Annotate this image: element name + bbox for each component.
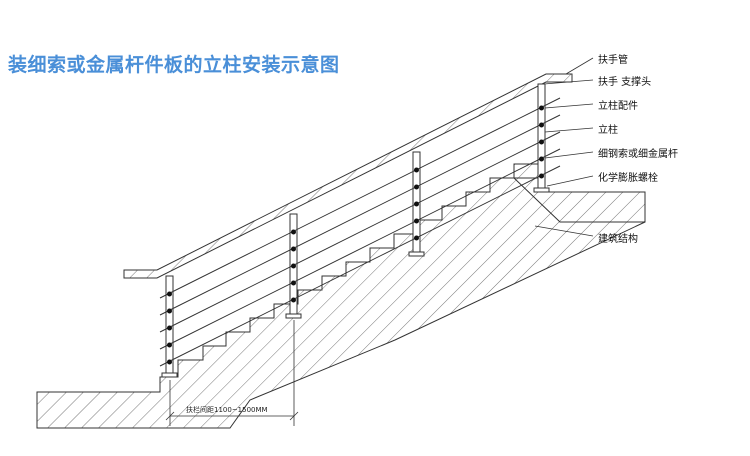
- post-fitting: [539, 173, 544, 179]
- post-fitting: [539, 105, 544, 111]
- cable: [159, 97, 561, 299]
- label-post: 立柱: [598, 125, 618, 136]
- post-fitting: [167, 291, 172, 297]
- post-fittings: [167, 105, 544, 365]
- post-fitting: [539, 122, 544, 128]
- post-fitting: [414, 235, 419, 241]
- stair-concrete-body: [36, 163, 646, 429]
- cable: [159, 165, 561, 367]
- dimension-label: 扶栏间距1100~1500MM: [186, 406, 268, 414]
- post-fitting: [167, 308, 172, 314]
- cable: [159, 148, 561, 350]
- post-fitting: [291, 263, 296, 269]
- label-structure: 建筑结构: [598, 234, 638, 245]
- cable: [159, 131, 561, 333]
- leader-lines: [534, 57, 594, 237]
- post-fitting: [291, 297, 296, 303]
- cables: [159, 97, 561, 367]
- label-chemical-anchor: 化学膨胀螺栓: [598, 173, 658, 184]
- cable: [159, 114, 561, 316]
- base-plate: [408, 251, 425, 257]
- base-plate: [285, 313, 302, 319]
- base-plates: [161, 187, 550, 378]
- post-fitting: [291, 246, 296, 252]
- post-fitting: [167, 325, 172, 331]
- label-handrail-support: 扶手 支撑头: [598, 77, 652, 88]
- post-fitting: [167, 342, 172, 348]
- base-plate: [161, 372, 178, 378]
- post-fitting: [167, 359, 172, 365]
- post-fitting: [291, 229, 296, 235]
- post-fitting: [414, 218, 419, 224]
- post-fitting: [414, 167, 419, 173]
- post-fitting: [539, 139, 544, 145]
- label-post-fitting: 立柱配件: [598, 101, 638, 112]
- post-fitting: [414, 184, 419, 190]
- page-title: 装细索或金属杆件板的立柱安装示意图: [8, 54, 340, 76]
- post-fitting: [414, 201, 419, 207]
- label-handrail-tube: 扶手管: [598, 55, 628, 66]
- dimension-line: [165, 320, 299, 426]
- base-plate: [533, 187, 550, 193]
- post-fitting: [291, 280, 296, 286]
- post-fitting: [539, 156, 544, 162]
- label-cable: 细钢索或细金属杆: [598, 149, 678, 160]
